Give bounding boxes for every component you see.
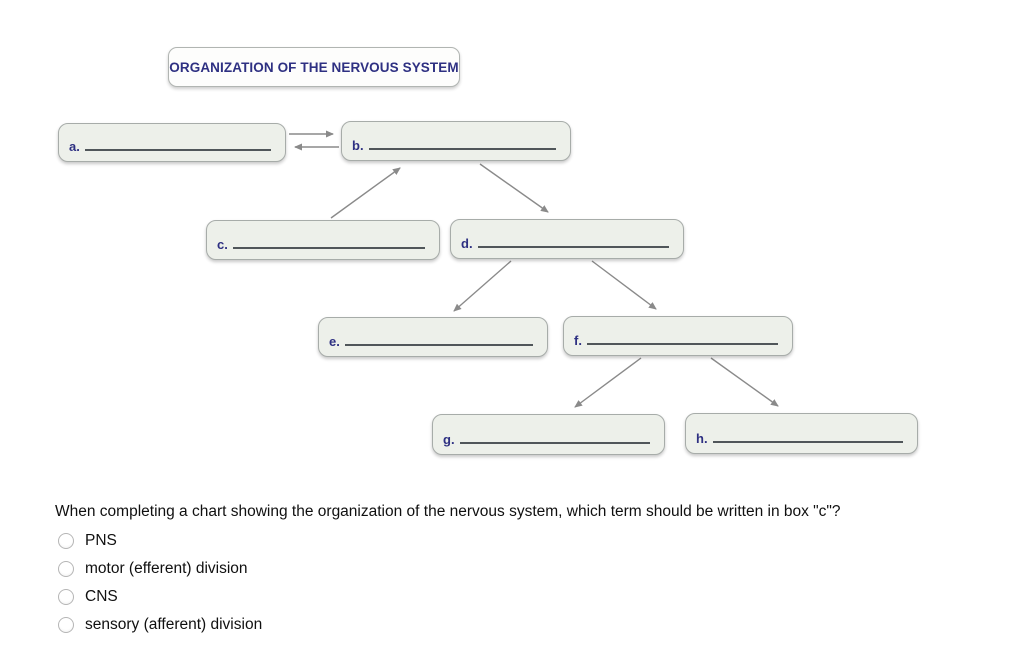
- box-label-d: d.: [461, 236, 473, 251]
- option-cns[interactable]: CNS: [55, 583, 1005, 611]
- blank-line-h: [712, 441, 903, 443]
- blank-line-d: [477, 246, 669, 248]
- arrow-d-to-f: [591, 260, 657, 310]
- diagram-box-d: d.: [450, 219, 684, 259]
- arrow-c-to-b: [330, 167, 401, 219]
- diagram-box-f: f.: [563, 316, 793, 356]
- arrow-d-to-e: [453, 260, 512, 312]
- option-label[interactable]: sensory (afferent) division: [85, 616, 263, 633]
- box-label-a: a.: [69, 139, 80, 154]
- blank-line-f: [586, 343, 778, 345]
- box-label-h: h.: [696, 431, 708, 446]
- blank-line-c: [232, 247, 425, 249]
- arrow-b-to-d: [479, 163, 549, 213]
- diagram-title: ORGANIZATION OF THE NERVOUS SYSTEM: [168, 47, 460, 87]
- box-label-b: b.: [352, 138, 364, 153]
- arrow-f-to-g: [574, 357, 642, 408]
- blank-line-a: [84, 149, 271, 151]
- question-text: When completing a chart showing the orga…: [55, 503, 841, 520]
- diagram-box-e: e.: [318, 317, 548, 357]
- option-motor-efferent-division[interactable]: motor (efferent) division: [55, 555, 1005, 583]
- option-label[interactable]: motor (efferent) division: [85, 560, 248, 577]
- answer-options: PNS motor (efferent) division CNS sensor…: [55, 527, 1005, 639]
- radio-button-icon[interactable]: [58, 561, 74, 577]
- radio-button-icon[interactable]: [58, 589, 74, 605]
- option-pns[interactable]: PNS: [55, 527, 1005, 555]
- box-label-g: g.: [443, 432, 455, 447]
- option-label[interactable]: CNS: [85, 588, 118, 605]
- question-block: When completing a chart showing the orga…: [55, 502, 1005, 639]
- diagram-box-h: h.: [685, 413, 918, 454]
- box-label-e: e.: [329, 334, 340, 349]
- diagram-box-g: g.: [432, 414, 665, 455]
- option-label[interactable]: PNS: [85, 532, 117, 549]
- option-sensory-afferent-division[interactable]: sensory (afferent) division: [55, 611, 1005, 639]
- diagram-title-label: ORGANIZATION OF THE NERVOUS SYSTEM: [169, 59, 459, 75]
- diagram-box-b: b.: [341, 121, 571, 161]
- blank-line-b: [368, 148, 556, 150]
- blank-line-e: [344, 344, 533, 346]
- box-label-c: c.: [217, 237, 228, 252]
- radio-button-icon[interactable]: [58, 617, 74, 633]
- diagram-box-c: c.: [206, 220, 440, 260]
- radio-button-icon[interactable]: [58, 533, 74, 549]
- diagram-box-a: a.: [58, 123, 286, 162]
- blank-line-g: [459, 442, 650, 444]
- arrow-f-to-h: [710, 357, 779, 407]
- box-label-f: f.: [574, 333, 582, 348]
